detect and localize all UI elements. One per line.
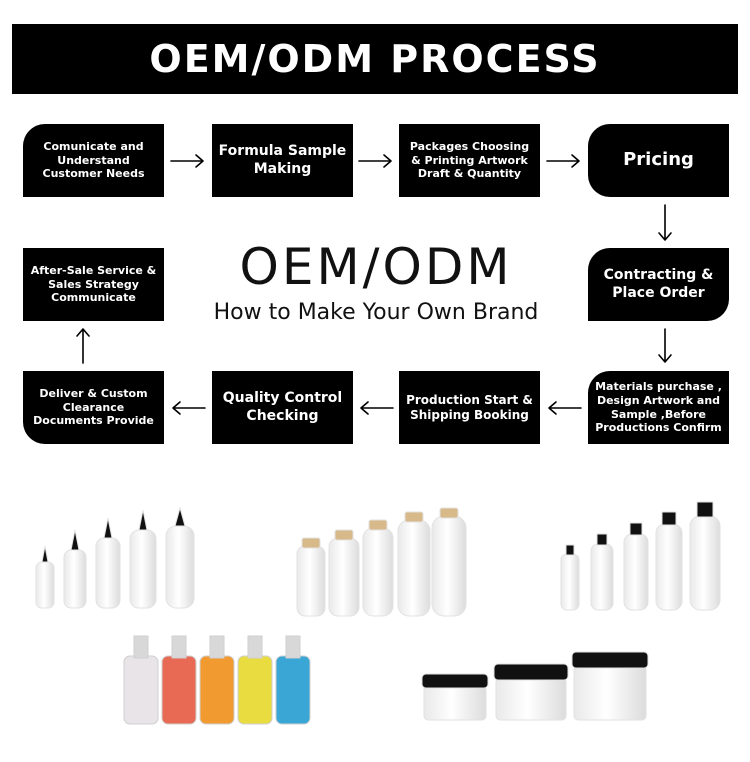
step-communicate: Comunicate and Understand Customer Needs — [23, 124, 164, 197]
arrow-left-icon — [360, 401, 394, 415]
step-packages-choosing: Packages Choosing & Printing Artwork Dra… — [399, 124, 540, 197]
process-banner: OEM/ODM PROCESS — [12, 24, 738, 94]
arrow-down-icon — [658, 328, 672, 363]
arrow-down-icon — [658, 204, 672, 241]
flow-arrows — [76, 154, 672, 415]
step-production-start: Production Start & Shipping Booking — [399, 371, 540, 444]
arrow-right-icon — [170, 154, 204, 168]
step-pricing: Pricing — [588, 124, 729, 197]
step-deliver: Deliver & Custom Clearance Documents Pro… — [23, 371, 164, 444]
cream-jars-image — [421, 651, 649, 721]
arrow-right-icon — [546, 154, 580, 168]
twist-cap-bottles-image — [35, 506, 195, 609]
center-subtitle: How to Make Your Own Brand — [213, 300, 539, 325]
product-photos — [35, 501, 721, 725]
bamboo-cap-bottles-image — [296, 507, 467, 617]
step-after-sale: After-Sale Service & Sales Strategy Comm… — [23, 248, 164, 321]
step-quality-control: Quality Control Checking — [212, 371, 353, 444]
step-materials-purchase: Materials purchase , Design Artwork and … — [588, 371, 729, 444]
black-cap-bottles-image — [560, 501, 721, 611]
center-title: OEM/ODM — [239, 238, 513, 296]
arrow-right-icon — [358, 154, 392, 168]
step-contracting: Contracting & Place Order — [588, 248, 729, 321]
arrow-left-icon — [548, 401, 582, 415]
arrow-up-icon — [76, 328, 90, 364]
spray-bottles-image — [123, 635, 311, 725]
step-formula-sample: Formula Sample Making — [212, 124, 353, 197]
arrow-left-icon — [172, 401, 206, 415]
